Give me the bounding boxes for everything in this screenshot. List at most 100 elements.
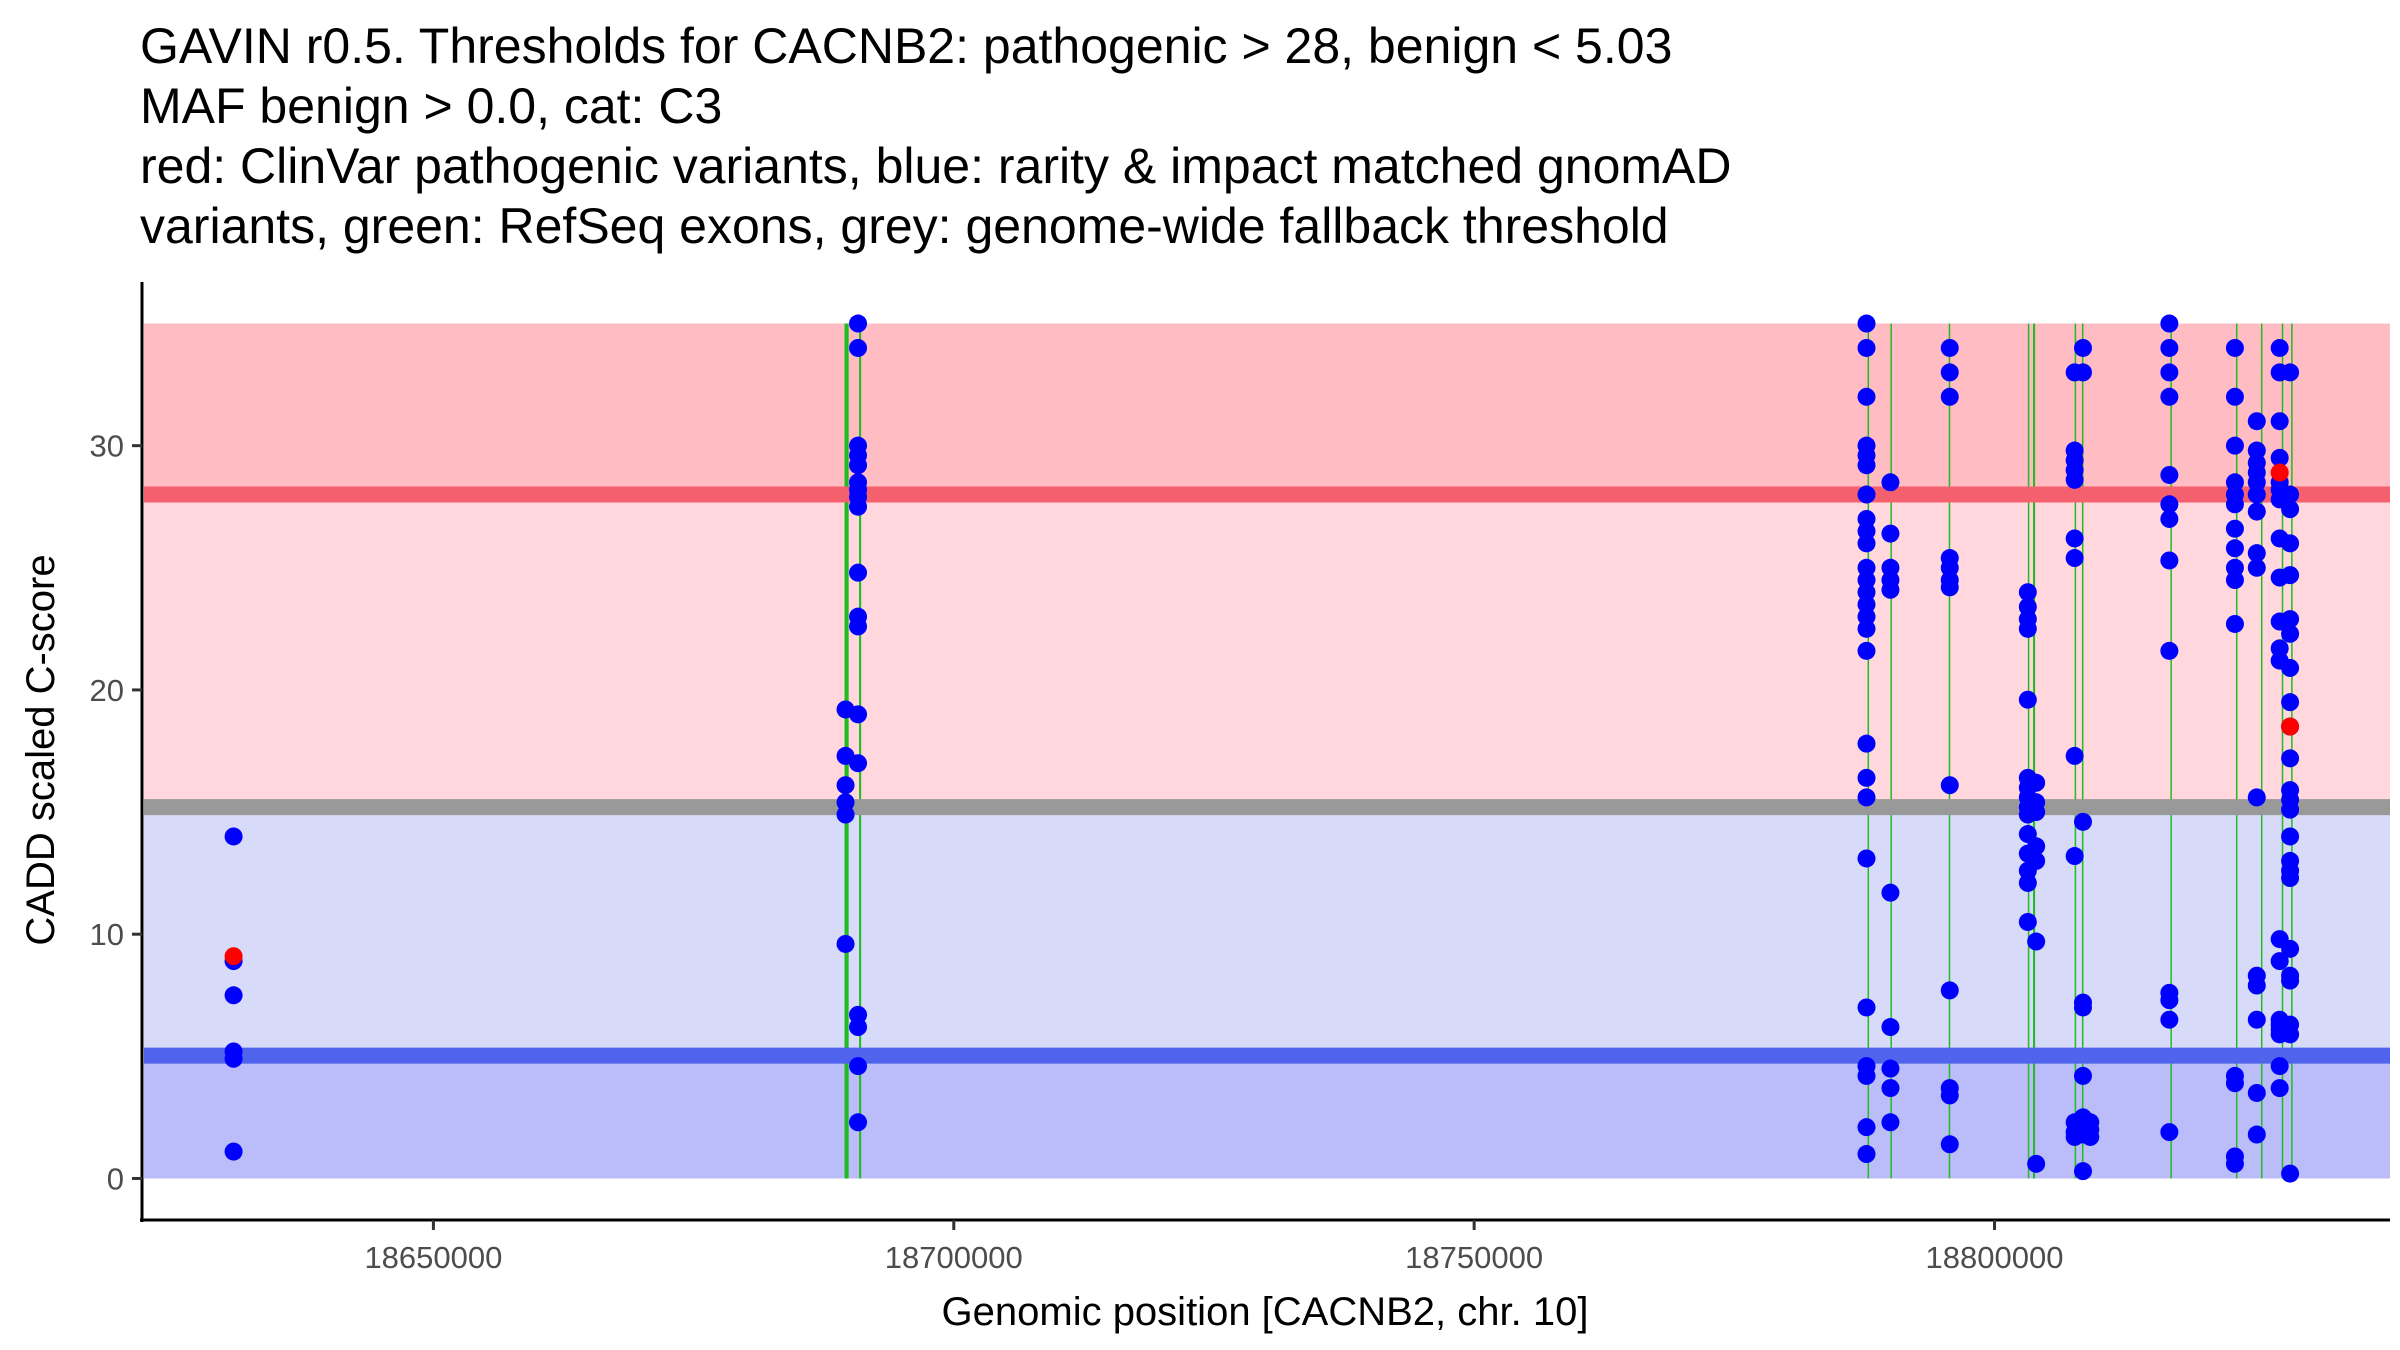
gnomad-point: [836, 934, 855, 953]
gnomad-point: [849, 497, 868, 516]
gnomad-point: [2281, 939, 2300, 958]
gnomad-point: [2018, 583, 2037, 602]
gnomad-point: [2073, 998, 2092, 1017]
x-tick-label: 18750000: [1405, 1240, 1543, 1275]
exon-line: [859, 323, 862, 1179]
title-line-3: red: ClinVar pathogenic variants, blue: …: [140, 138, 1732, 194]
gnomad-point: [2160, 363, 2179, 382]
gnomad-point: [1857, 641, 1876, 660]
gnomad-point: [2225, 338, 2244, 357]
gnomad-point: [2018, 912, 2037, 931]
gnomad-point: [2160, 991, 2179, 1010]
gnomad-point: [1857, 619, 1876, 638]
gnomad-point: [224, 986, 243, 1005]
gnomad-point: [2073, 812, 2092, 831]
y-tick-label: 0: [107, 1161, 124, 1196]
gnomad-point: [2270, 1057, 2289, 1076]
gnomad-point: [2247, 412, 2266, 431]
gnomad-point: [2281, 749, 2300, 768]
gnomad-point: [849, 1057, 868, 1076]
gnomad-point: [2018, 619, 2037, 638]
gnomad-point: [2281, 827, 2300, 846]
axes: [140, 282, 2390, 1222]
gnomad-point: [849, 314, 868, 333]
gnomad-point: [1881, 1059, 1900, 1078]
gnomad-point: [849, 563, 868, 582]
gnomad-point: [2281, 485, 2300, 504]
gnomad-point: [2225, 495, 2244, 514]
gnomad-point: [2027, 837, 2046, 856]
clinvar-point: [2270, 463, 2289, 482]
gnomad-point: [2247, 1083, 2266, 1102]
benign-zone: [144, 1055, 2390, 1179]
variant-points: [224, 314, 2300, 1183]
gnomad-point: [1857, 849, 1876, 868]
gnomad-point: [2160, 387, 2179, 406]
gnomad-point: [2027, 773, 2046, 792]
gnomad-point: [2073, 363, 2092, 382]
gnomad-point: [2225, 436, 2244, 455]
gnomad-point: [1881, 580, 1900, 599]
exon-line: [2281, 323, 2284, 1179]
gnomad-point: [1857, 788, 1876, 807]
gnomad-point: [2281, 869, 2300, 888]
gnomad-point: [2225, 571, 2244, 590]
x-axis-title: Genomic position [CACNB2, chr. 10]: [942, 1290, 1589, 1334]
gnomad-point: [2160, 641, 2179, 660]
gnomad-point: [2225, 1154, 2244, 1173]
y-tick-label: 10: [90, 917, 124, 952]
gnomad-point: [2270, 412, 2289, 431]
gnomad-point: [2247, 485, 2266, 504]
gnomad-point: [2281, 566, 2300, 585]
exon-line: [2260, 323, 2263, 1179]
gnomad-point: [1857, 998, 1876, 1017]
exon-line: [1948, 323, 1951, 1179]
gnomad-point: [2247, 558, 2266, 577]
gnomad-point: [1940, 1086, 1959, 1105]
gnomad-point: [2281, 658, 2300, 677]
gnomad-point: [2073, 338, 2092, 357]
gnomad-point: [2225, 519, 2244, 538]
gnomad-point: [1940, 776, 1959, 795]
title-line-1: GAVIN r0.5. Thresholds for CACNB2: patho…: [140, 18, 1673, 74]
gnomad-point: [2073, 1162, 2092, 1181]
threshold-zones: [144, 323, 2390, 1179]
x-tick-label: 18650000: [364, 1240, 502, 1275]
gnomad-point: [2081, 1127, 2100, 1146]
title-line-4: variants, green: RefSeq exons, grey: gen…: [140, 198, 1669, 254]
gnomad-point: [849, 705, 868, 724]
gnomad-point: [836, 805, 855, 824]
gnomad-point: [1857, 1118, 1876, 1137]
gnomad-point: [2065, 847, 2084, 866]
clinvar-point: [2281, 717, 2300, 736]
gnomad-point: [1857, 1145, 1876, 1164]
gnomad-point: [1881, 1113, 1900, 1132]
gnomad-point: [2160, 1010, 2179, 1029]
gnomad-point: [2160, 465, 2179, 484]
gnomad-point: [1857, 768, 1876, 787]
gnomad-point: [2247, 788, 2266, 807]
gnomad-point: [849, 617, 868, 636]
y-tick-label: 20: [90, 673, 124, 708]
gnomad-point: [2065, 549, 2084, 568]
gnomad-point: [2270, 448, 2289, 467]
gnomad-point: [2247, 976, 2266, 995]
gnomad-point: [2247, 1010, 2266, 1029]
x-tick-label: 18700000: [885, 1240, 1023, 1275]
title-line-2: MAF benign > 0.0, cat: C3: [140, 78, 723, 134]
y-tick-label: 30: [90, 429, 124, 464]
gnomad-point: [224, 827, 243, 846]
x-tick-label: 18800000: [1926, 1240, 2064, 1275]
gnomad-point: [849, 1018, 868, 1037]
exon-line: [1890, 323, 1892, 1179]
intermediate-pathogenic-zone: [144, 494, 2390, 808]
gnomad-point: [2281, 534, 2300, 553]
gnomad-point: [2065, 746, 2084, 765]
gnomad-point: [1881, 524, 1900, 543]
axis-ticks: 18650000 18700000 18750000 18800000 0 10 20 30: [90, 429, 2064, 1275]
gnomad-point: [1857, 314, 1876, 333]
exon-line: [2170, 323, 2172, 1179]
exon-line: [2081, 323, 2084, 1179]
gnomad-point: [224, 1049, 243, 1068]
gnomad-point: [849, 754, 868, 773]
